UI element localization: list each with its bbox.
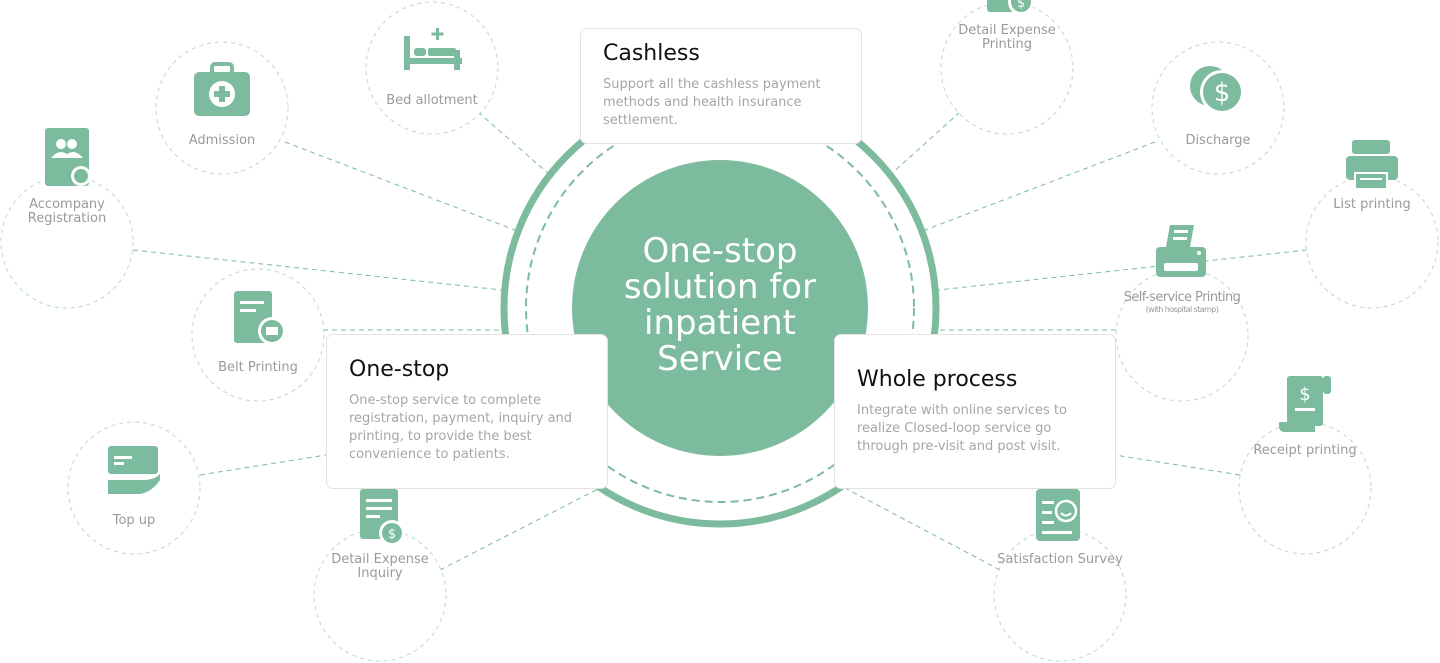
node-label: Self-service Printing(with hospital stam… <box>1116 290 1248 315</box>
medical-kit-icon <box>194 62 250 116</box>
node-label: Satisfaction Survey <box>997 552 1123 567</box>
svg-text:$: $ <box>1214 78 1231 108</box>
node-label: Receipt printing <box>1253 443 1357 458</box>
node-label: Detail Expense Inquiry <box>331 552 429 581</box>
node-self-service-printing: Self-service Printing(with hospital stam… <box>1116 225 1248 401</box>
one-stop-card: One-stop One-stop service to complete re… <box>326 334 608 489</box>
printer-icon <box>1346 140 1398 188</box>
card-hand-icon <box>108 446 160 494</box>
node-label: Belt Printing <box>218 360 298 375</box>
node-label: Discharge <box>1185 133 1251 148</box>
clipboard-dollar-icon: $ <box>987 0 1034 15</box>
node-detail-expense-printing: $ Detail Expense Printing <box>941 0 1073 134</box>
bed-icon <box>404 28 462 70</box>
node-bed-allotment: Bed allotment <box>366 2 498 134</box>
node-label-sub: (with hospital stamp) <box>1145 305 1219 314</box>
svg-text:$: $ <box>388 527 396 542</box>
connector-lines <box>132 111 1308 571</box>
node-top-up: Top up <box>68 422 200 554</box>
card-title: Whole process <box>857 367 1018 392</box>
svg-text:$: $ <box>1017 0 1025 11</box>
node-label: Accompany Registration <box>27 197 107 226</box>
belt-print-icon <box>234 291 286 345</box>
node-label-main: Self-service Printing <box>1123 290 1241 305</box>
svg-text:$: $ <box>1299 384 1310 405</box>
card-title: One-stop <box>349 357 450 382</box>
node-list-printing: List printing <box>1306 140 1438 308</box>
node-label: Admission <box>188 133 256 148</box>
node-label: List printing <box>1333 197 1411 212</box>
printer-paper-icon <box>1156 225 1206 277</box>
node-accompany-registration: Accompany Registration <box>1 128 133 308</box>
node-label: Detail Expense Printing <box>958 23 1056 52</box>
card-body: Support all the cashless payment methods… <box>603 77 821 128</box>
coins-icon: $ <box>1190 66 1244 114</box>
receipt-icon: $ <box>1279 376 1331 432</box>
survey-smile-icon <box>1036 489 1080 541</box>
card-title: Cashless <box>603 41 700 66</box>
center-circle <box>572 160 868 456</box>
node-belt-printing: Belt Printing <box>192 269 324 401</box>
node-receipt-printing: $ Receipt printing <box>1239 376 1371 554</box>
node-detail-expense-inquiry: $ Detail Expense Inquiry <box>314 489 446 661</box>
accompany-icon <box>45 128 91 186</box>
card-body: One-stop service to complete registratio… <box>349 393 573 462</box>
cashless-card: Cashless Support all the cashless paymen… <box>580 28 862 144</box>
node-admission: Admission <box>156 42 288 174</box>
node-satisfaction-survey: Satisfaction Survey <box>994 489 1126 661</box>
node-label: Bed allotment <box>386 93 478 108</box>
node-discharge: $ Discharge <box>1152 42 1284 174</box>
center-title: One-stop solution for inpatient Service <box>623 231 817 379</box>
expense-doc-icon: $ <box>360 489 405 546</box>
node-label: Top up <box>112 513 156 528</box>
card-body: Integrate with online services to realiz… <box>857 403 1067 454</box>
whole-process-card: Whole process Integrate with online serv… <box>834 334 1116 489</box>
